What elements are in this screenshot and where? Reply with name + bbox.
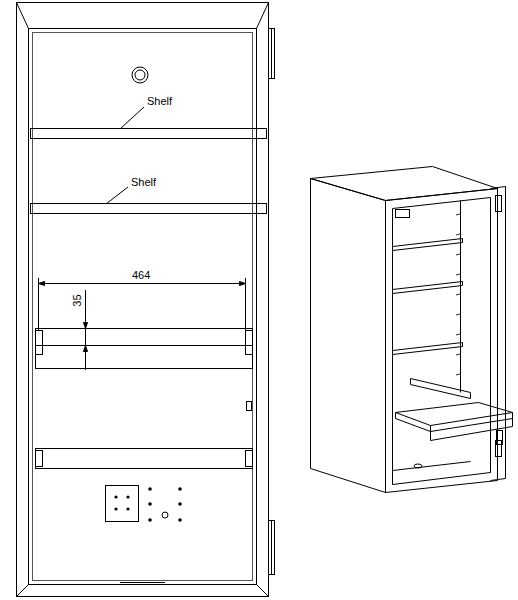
dimension-line (39, 283, 246, 284)
hinge (269, 521, 275, 575)
hinge (269, 29, 275, 79)
fixing-plate (106, 486, 139, 522)
leader-line (106, 187, 128, 204)
pull-out-tray (36, 329, 253, 369)
catch (247, 402, 252, 411)
fixing-holes (114, 487, 181, 522)
shelf (31, 129, 267, 139)
inner-opening (29, 29, 257, 585)
dimension-label: 35 (72, 293, 83, 307)
isometric-cabinet (311, 167, 513, 493)
runner-bracket (36, 331, 43, 355)
shelf (31, 204, 267, 214)
leader-line (120, 107, 144, 129)
outer-frame (17, 3, 269, 597)
dimension-label: 464 (131, 270, 151, 281)
part-label: Shelf (146, 96, 173, 107)
lock (132, 67, 148, 83)
shelf (36, 449, 253, 469)
runner-bracket (246, 331, 253, 355)
part-label: Shelf (130, 177, 157, 188)
